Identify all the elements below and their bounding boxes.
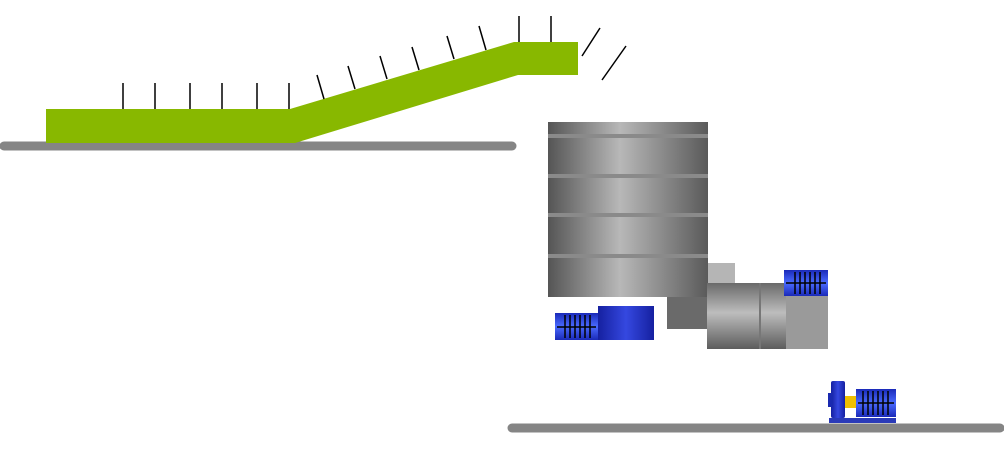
silo-outlet-chute (667, 297, 708, 329)
pump-icon (828, 381, 896, 423)
gearbox-housing (707, 283, 788, 349)
gearbox-side-plate (786, 295, 828, 349)
gearbox-top-block (708, 263, 735, 284)
conveyor-icon (46, 16, 627, 143)
pump-coupling (845, 396, 856, 408)
motor-drive-housing (598, 306, 654, 340)
motor-icon (784, 270, 828, 296)
silo-bands (548, 134, 708, 258)
conveyor-idler-posts (122, 16, 627, 109)
silo-body (548, 122, 708, 297)
pump-volute (831, 381, 845, 418)
silo-icon (548, 122, 708, 329)
gearbox-icon (707, 263, 828, 349)
conveyor-belt (46, 42, 578, 143)
pump-base-plate (829, 418, 896, 423)
electric-motor (555, 306, 654, 340)
